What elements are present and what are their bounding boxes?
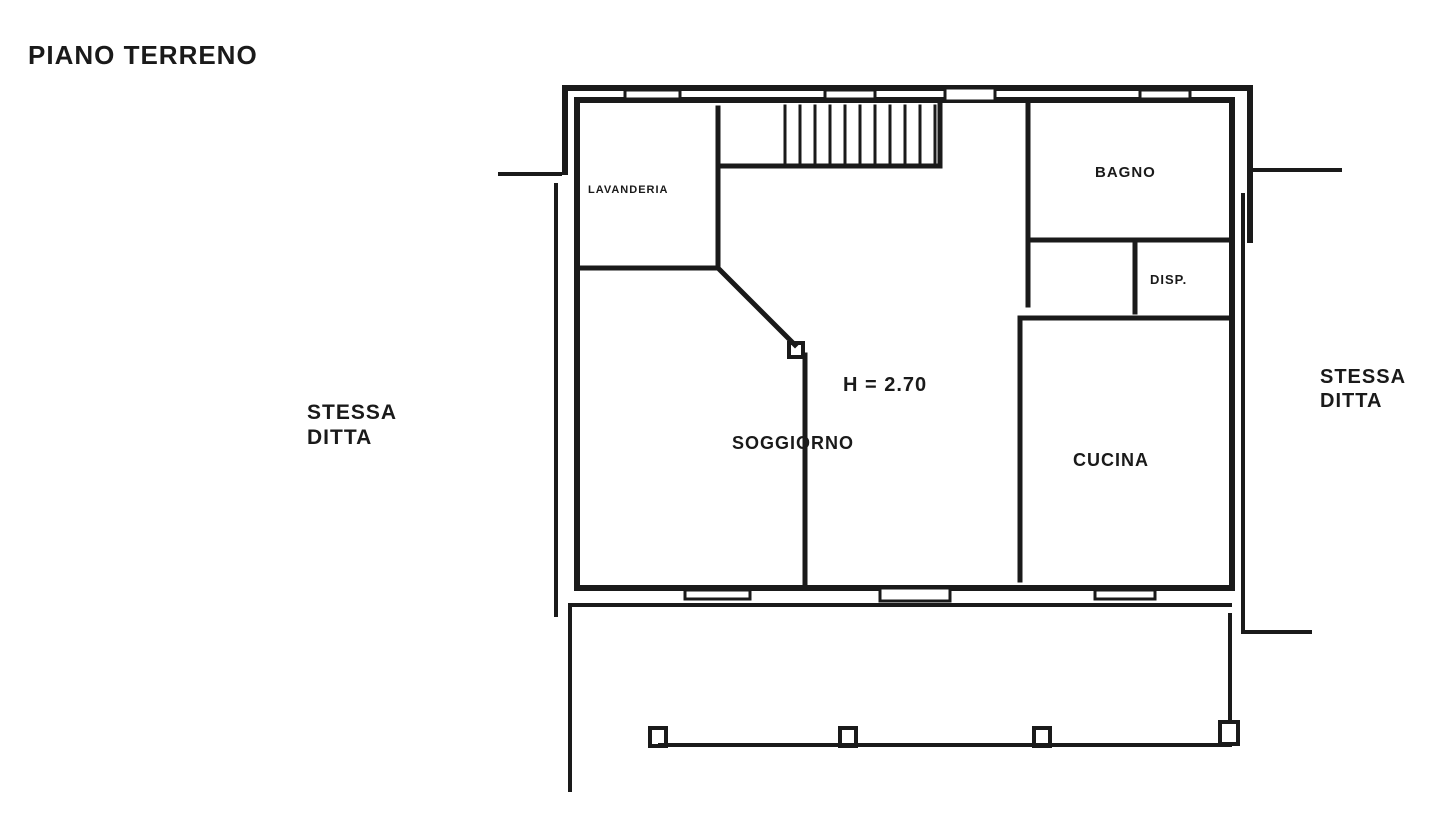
exterior-walls [562, 85, 1253, 591]
column [787, 341, 805, 359]
neighbor-label-right: STESSA DITTA [1320, 366, 1407, 412]
room-label-storage: DISP. [1150, 272, 1188, 287]
room-label-laundry: LAVANDERIA [588, 184, 669, 196]
room-label-bathroom: BAGNO [1095, 164, 1156, 181]
page-title: PIANO TERRENO [28, 40, 258, 70]
interior-walls [577, 101, 1233, 588]
porch [648, 613, 1240, 748]
windows [623, 86, 1192, 603]
ceiling-height: H = 2.70 [843, 374, 928, 396]
room-label-kitchen: CUCINA [1073, 450, 1149, 470]
stairs [783, 104, 937, 168]
room-label-living: SOGGIORNO [732, 433, 855, 453]
neighbor-label-left: STESSA DITTA [307, 401, 398, 450]
